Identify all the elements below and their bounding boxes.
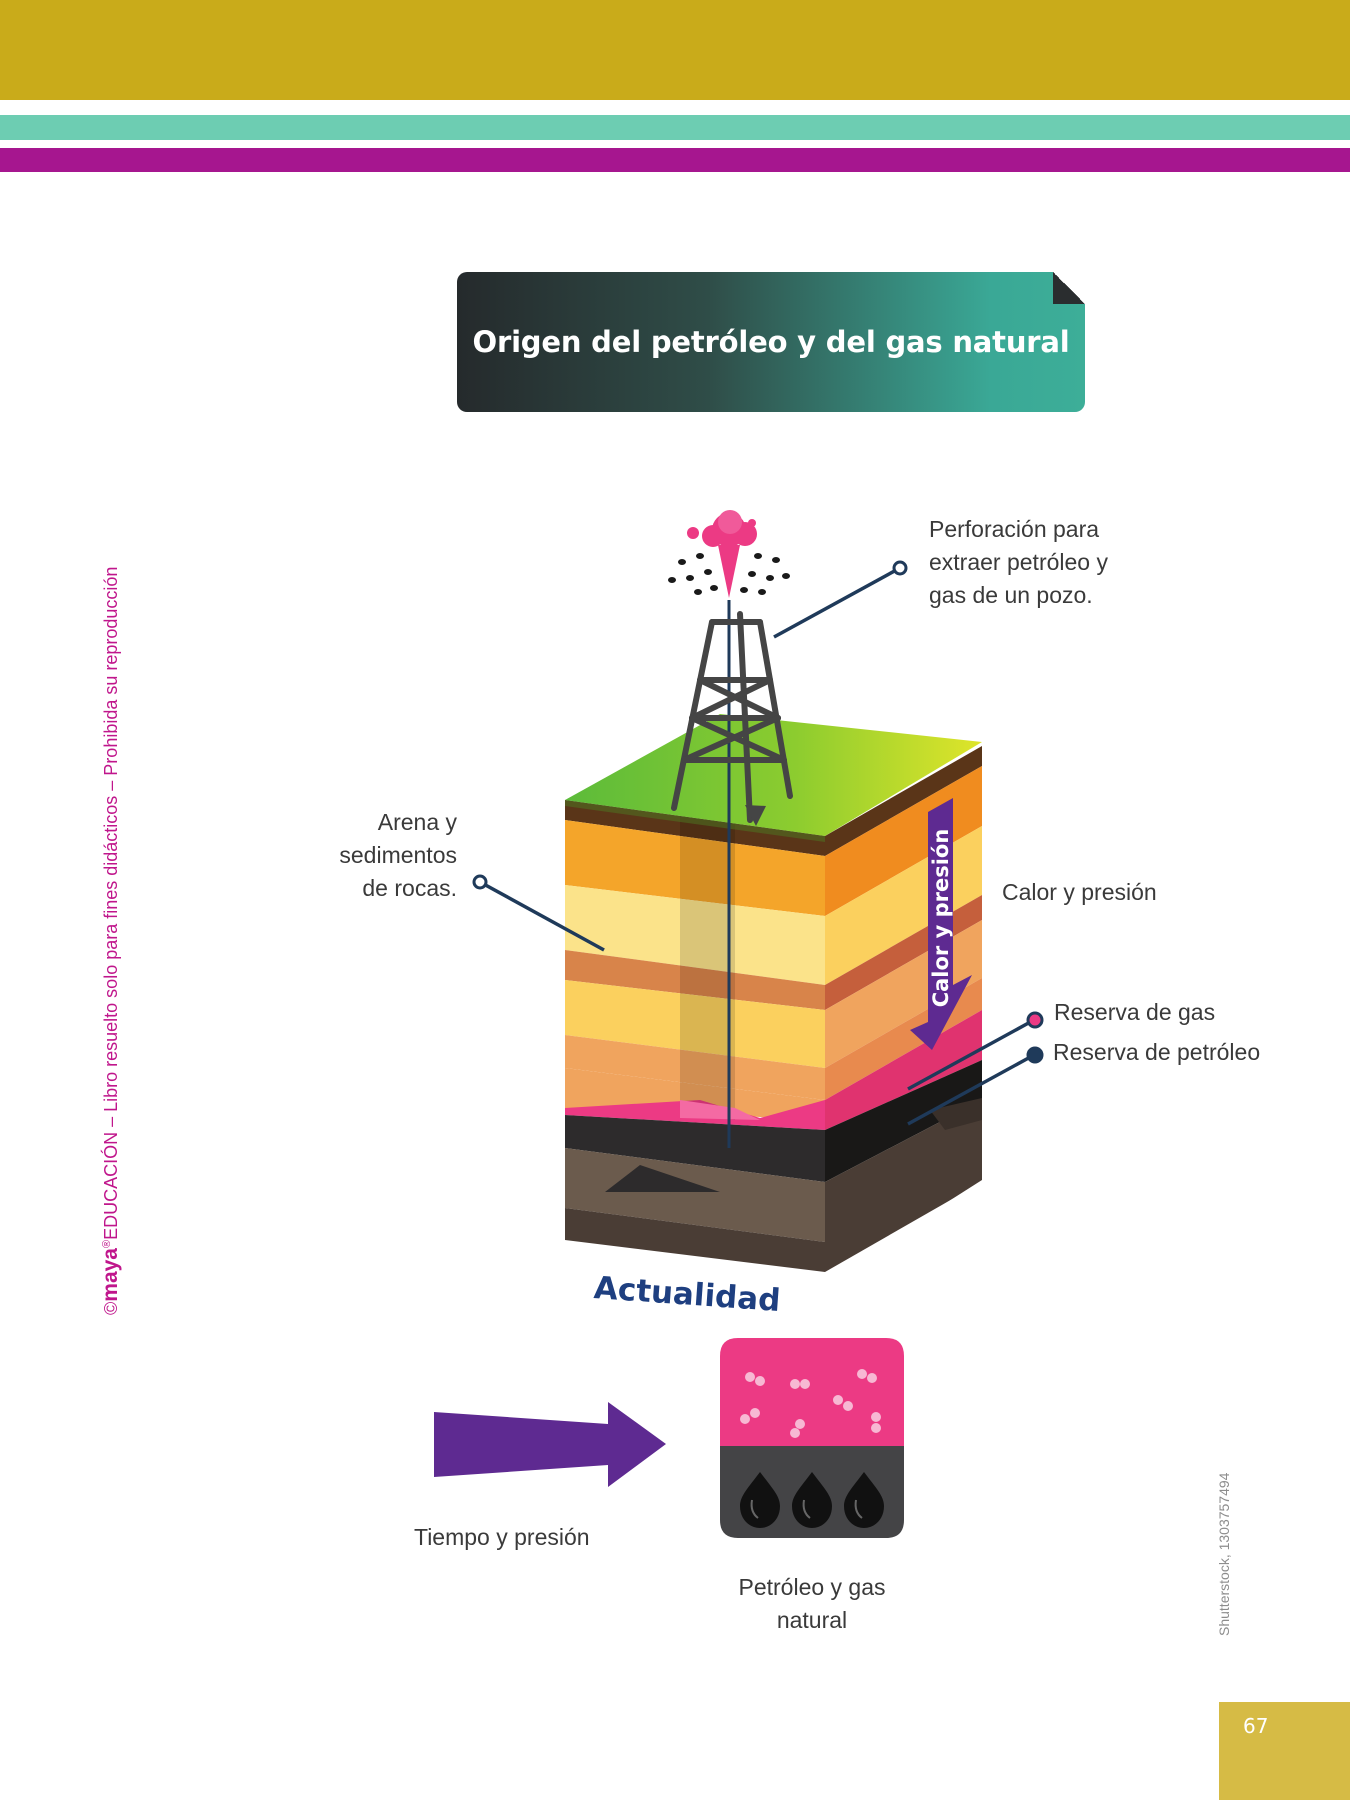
arrow-label-calor-presion: Calor y presión xyxy=(929,829,953,1008)
label-producto-line: Petróleo y gas xyxy=(738,1574,886,1600)
block-left-face xyxy=(565,800,825,1272)
label-perforacion-line: Perforación para xyxy=(929,516,1100,542)
header-band-teal xyxy=(0,115,1350,140)
label-calor-presion: Calor y presión xyxy=(1002,879,1157,905)
label-arena-line: de rocas. xyxy=(362,875,457,901)
label-perforacion-line: extraer petróleo y xyxy=(929,549,1108,575)
header-band-gold xyxy=(0,0,1350,100)
label-perforacion-line: gas de un pozo. xyxy=(929,582,1093,608)
page-title: Origen del petróleo y del gas natural xyxy=(472,325,1070,359)
label-arena-sedimentos: Arena y sedimentos de rocas. xyxy=(300,806,457,905)
leader-dot-petroleo xyxy=(1026,1046,1044,1064)
label-arena-line: Arena y xyxy=(377,809,457,835)
label-producto-line: natural xyxy=(776,1607,848,1633)
gas-gusher-icon xyxy=(668,510,790,598)
leader-dot-gas xyxy=(1026,1011,1044,1029)
label-perforacion: Perforación para extraer petróleo y gas … xyxy=(929,513,1108,612)
heat-pressure-arrow xyxy=(910,798,972,1050)
label-tiempo-presion: Tiempo y presión xyxy=(414,1524,590,1550)
label-arena-line: sedimentos xyxy=(339,842,457,868)
page-number-box: 67 xyxy=(1219,1702,1350,1800)
leader-lines xyxy=(479,566,1035,1126)
title-banner: Origen del petróleo y del gas natural xyxy=(457,272,1085,412)
oil-gas-product-icon xyxy=(720,1338,904,1538)
oil-derrick-icon xyxy=(671,611,793,823)
header-band-magenta xyxy=(0,148,1350,172)
leader-dot-perforacion xyxy=(892,560,908,576)
time-pressure-arrow xyxy=(434,1402,666,1487)
label-reserva-gas: Reserva de gas xyxy=(1054,999,1216,1025)
leader-dot-arena xyxy=(472,874,488,890)
label-petroleo-gas-natural: Petróleo y gas natural xyxy=(712,1571,912,1637)
block-top-grass xyxy=(565,714,982,836)
label-reserva-petroleo: Reserva de petróleo xyxy=(1053,1039,1261,1065)
page-number: 67 xyxy=(1243,1714,1269,1738)
page-fold-corner xyxy=(1053,272,1085,304)
